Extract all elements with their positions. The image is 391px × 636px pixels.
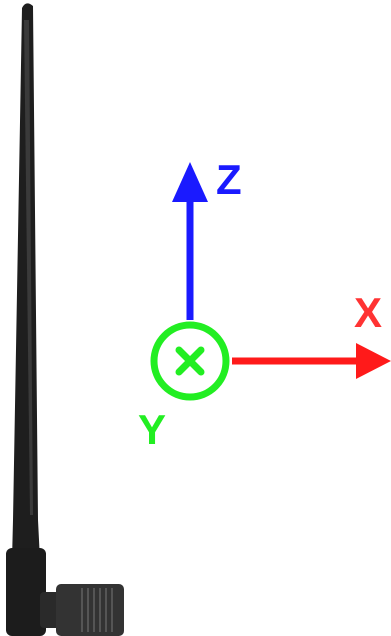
antenna <box>6 3 124 636</box>
antenna-collar <box>40 592 60 628</box>
connector-knurl <box>81 588 113 632</box>
y-axis: Y <box>138 321 230 453</box>
x-axis-label: X <box>354 289 382 336</box>
antenna-connector <box>56 584 124 636</box>
z-axis: Z <box>172 156 242 320</box>
y-axis-cross-2 <box>175 346 205 376</box>
y-axis-label: Y <box>138 406 166 453</box>
z-axis-arrowhead <box>172 162 208 202</box>
antenna-base <box>6 548 46 636</box>
antenna-whip <box>12 3 40 560</box>
y-axis-circle <box>150 321 230 401</box>
x-axis: X <box>232 289 391 379</box>
x-axis-arrowhead <box>356 343 391 379</box>
z-axis-label: Z <box>216 156 242 203</box>
antenna-whip-highlight <box>24 20 33 515</box>
